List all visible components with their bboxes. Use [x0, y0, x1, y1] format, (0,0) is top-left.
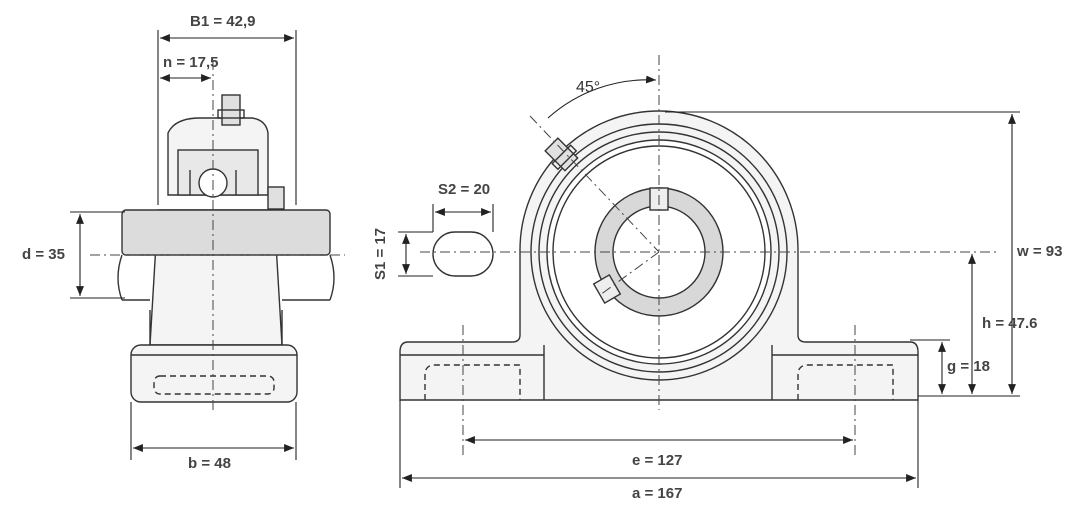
side-shaft: [121, 209, 331, 256]
label-h: h = 47.6: [982, 315, 1037, 332]
side-centerlines: [90, 60, 345, 410]
label-S2: S2 = 20: [438, 181, 490, 198]
label-B1: B1 = 42,9: [190, 13, 255, 30]
front-grease-nipple: [544, 137, 579, 172]
side-view: [117, 94, 335, 403]
label-g: g = 18: [947, 358, 990, 375]
label-S1: S1 = 17: [372, 228, 389, 280]
front-centerlines: [420, 55, 1000, 455]
label-a: a = 167: [632, 485, 682, 502]
front-dimensions: [398, 111, 1020, 488]
label-d: d = 35: [22, 246, 65, 263]
side-dimensions: [70, 30, 297, 460]
label-angle: 45°: [576, 79, 600, 96]
label-n: n = 17,5: [163, 54, 218, 71]
angle-arc-45: [547, 75, 657, 119]
label-b: b = 48: [188, 455, 231, 472]
label-w: w = 93: [1016, 243, 1062, 260]
slot-outline: [432, 231, 494, 277]
label-e: e = 127: [632, 452, 682, 469]
side-base: [130, 344, 298, 403]
